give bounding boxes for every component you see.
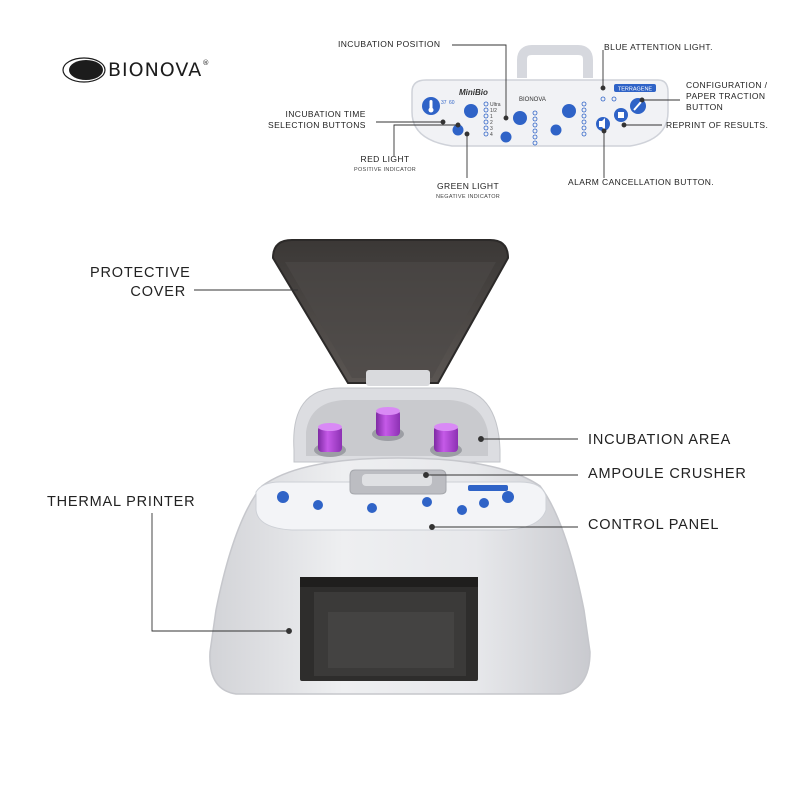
ampoule-center (372, 407, 404, 441)
control-panel-zoom: TERRAGENE MiniBio BIONOVA 37 60 Ultra 1/… (411, 45, 669, 147)
panel-badge-text: TERRAGENE (618, 87, 653, 93)
device-leader-lines (151, 289, 578, 634)
label-incubation-area: INCUBATION AREA (588, 432, 732, 448)
label-red-light: RED LIGHT POSITIVE INDICATOR (354, 154, 416, 176)
label-protective-cover-line1: PROTECTIVE (90, 265, 191, 281)
label-green-light-title: GREEN LIGHT (437, 181, 500, 191)
panel-temp-37: 37 (441, 100, 447, 106)
label-incubation-time: INCUBATION TIME SELECTION BUTTONS (268, 109, 366, 131)
label-configuration-line1: CONFIGURATION / (686, 80, 768, 90)
panel-time-2: 2 (490, 120, 493, 126)
label-incubation-time-line2: SELECTION BUTTONS (268, 120, 366, 130)
ampoule-right (430, 423, 462, 457)
label-configuration: CONFIGURATION / PAPER TRACTION BUTTON (686, 80, 767, 113)
label-protective-cover: PROTECTIVE COVER (90, 264, 190, 302)
label-thermal-printer: THERMAL PRINTER (47, 494, 196, 510)
label-incubation-time-line1: INCUBATION TIME (285, 109, 366, 119)
label-protective-cover-line2: COVER (130, 284, 186, 300)
panel-time-4: 4 (490, 132, 493, 138)
label-configuration-line2: PAPER TRACTION (686, 91, 766, 101)
label-control-panel: CONTROL PANEL (588, 517, 720, 533)
panel-time-ultra: Ultra (490, 102, 501, 108)
label-green-light: GREEN LIGHT NEGATIVE INDICATOR (436, 181, 500, 203)
label-blue-attention-light: BLUE ATTENTION LIGHT. (604, 42, 713, 52)
label-alarm-cancellation: ALARM CANCELLATION BUTTON. (568, 177, 715, 187)
panel-brand-text: BIONOVA (519, 97, 546, 103)
panel-leader-lines (376, 44, 680, 178)
label-red-light-title: RED LIGHT (360, 154, 410, 164)
panel-time-3: 3 (490, 126, 493, 132)
panel-time-half: 1/2 (490, 108, 497, 114)
panel-model-text: MiniBio (459, 88, 488, 97)
label-red-light-sub: POSITIVE INDICATOR (354, 167, 417, 173)
ampoule-left (314, 423, 346, 457)
incubator-device (209, 239, 591, 695)
label-incubation-position: INCUBATION POSITION (338, 39, 441, 49)
label-configuration-line3: BUTTON (686, 102, 724, 112)
label-reprint: REPRINT OF RESULTS. (666, 120, 769, 130)
panel-time-1: 1 (490, 114, 493, 120)
panel-temp-60: 60 (449, 100, 455, 106)
bionova-logo-mark (62, 56, 106, 84)
label-green-light-sub: NEGATIVE INDICATOR (436, 194, 501, 200)
label-ampoule-crusher: AMPOULE CRUSHER (588, 466, 747, 482)
brand-name: BIONOVA® (108, 59, 211, 81)
bionova-logo: BIONOVA® (62, 56, 210, 84)
